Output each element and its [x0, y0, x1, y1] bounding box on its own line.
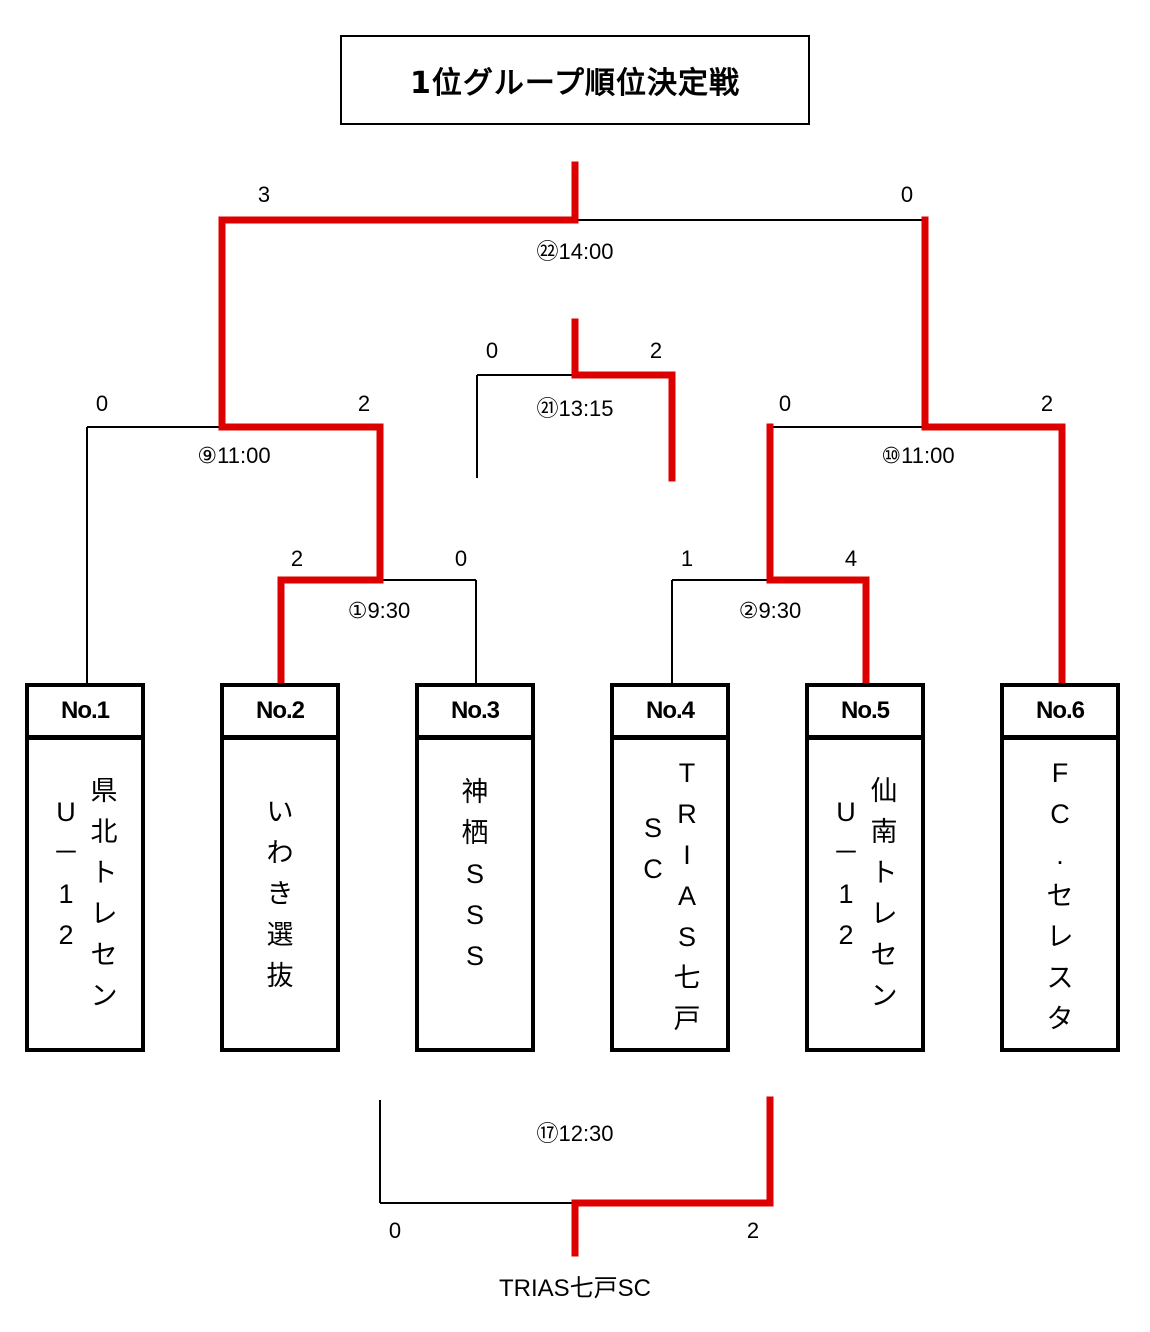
- team-number: No.6: [1004, 687, 1116, 740]
- team-number: No.5: [809, 687, 921, 740]
- team-name-char: ト: [90, 858, 118, 888]
- m17-winner-name: TRIAS七戸SC: [498, 1275, 652, 1302]
- m2-left-score: 1: [680, 546, 694, 571]
- team-name-char: 栖: [461, 817, 489, 848]
- team-name-char: 県: [90, 776, 118, 806]
- team-name-char: 2: [58, 920, 74, 950]
- m17-right-score: 2: [746, 1218, 760, 1243]
- team-name-char: 北: [90, 817, 118, 847]
- team-number: No.1: [29, 687, 141, 740]
- team-name-char: ン: [870, 981, 898, 1011]
- team-name-char: C: [1050, 798, 1070, 829]
- team-name-char: ン: [90, 981, 118, 1011]
- team-name-char: I: [683, 839, 691, 870]
- team-name-char: き: [266, 878, 294, 909]
- m9-left-score: 0: [95, 391, 109, 416]
- m22-left-score: 3: [257, 182, 271, 207]
- m9-label: ⑨11:00: [197, 443, 271, 468]
- team-name-char: －: [52, 838, 80, 868]
- team-name-char: .: [1056, 839, 1064, 870]
- team-name-char: S: [677, 921, 696, 952]
- team-name-char: セ: [870, 940, 898, 970]
- m21-right-score: 2: [649, 338, 663, 363]
- team-name-char: T: [678, 757, 696, 788]
- team-name-char: 神: [461, 776, 489, 807]
- team-name-char: F: [1051, 757, 1069, 788]
- team-name-char: 七: [673, 962, 701, 993]
- m2-right-score: 4: [844, 546, 858, 571]
- m22-right-score: 0: [900, 182, 914, 207]
- team-name-char: タ: [1046, 1003, 1074, 1034]
- team-number: No.2: [224, 687, 336, 740]
- m17-left-score: 0: [388, 1218, 402, 1243]
- team-name-char: レ: [870, 899, 898, 929]
- team-name: 県北トレセン U － 1 2: [29, 740, 141, 1048]
- team-name-char: 仙: [870, 776, 898, 806]
- m10-label: ⑩11:00: [881, 443, 955, 468]
- m10-left-score: 0: [778, 391, 792, 416]
- team-name-char: C: [643, 854, 663, 884]
- m22-label: ㉒14:00: [536, 239, 614, 264]
- m1-label: ①9:30: [347, 598, 411, 623]
- team-name-char: セ: [1046, 880, 1074, 911]
- team-name: いわき選抜: [224, 740, 336, 1048]
- team-name-char: い: [266, 796, 294, 827]
- team-name-char: U: [836, 797, 856, 827]
- team-name-char: ス: [1046, 962, 1074, 993]
- m1-right-score: 0: [454, 546, 468, 571]
- team-box-1: No.1 県北トレセン U － 1 2: [25, 683, 145, 1052]
- m17-label: ⑰12:30: [536, 1121, 614, 1146]
- team-name-char: S: [465, 899, 484, 930]
- team-name-char: ト: [870, 858, 898, 888]
- team-name-char: S: [465, 858, 484, 889]
- team-name-char: 抜: [266, 960, 294, 991]
- team-name-char: レ: [1046, 921, 1074, 952]
- team-name-char: わ: [266, 837, 294, 868]
- team-box-2: No.2 いわき選抜: [220, 683, 340, 1052]
- team-name-char: セ: [90, 940, 118, 970]
- m2-label: ②9:30: [738, 598, 802, 623]
- team-name-col: U － 1 2: [51, 792, 81, 956]
- team-name-char: 選: [266, 919, 294, 950]
- team-name-col: U － 1 2: [831, 792, 861, 956]
- m21-label: ㉑13:15: [536, 396, 614, 421]
- team-number: No.3: [419, 687, 531, 740]
- team-name-char: 1: [58, 879, 74, 909]
- m10-right-score: 2: [1040, 391, 1054, 416]
- team-number: No.4: [614, 687, 726, 740]
- team-name-char: S: [465, 940, 484, 971]
- team-name-char: U: [56, 797, 76, 827]
- team-name-char: 南: [870, 817, 898, 847]
- team-name-char: S: [643, 813, 662, 843]
- team-name-char: 2: [838, 920, 854, 950]
- m9-right-score: 2: [357, 391, 371, 416]
- page-title: 1位グループ順位決定戦: [409, 66, 741, 101]
- team-name-col: いわき選抜: [265, 792, 295, 997]
- team-name-char: 戸: [673, 1003, 701, 1034]
- team-name-char: レ: [90, 899, 118, 929]
- team-box-5: No.5 仙南トレセン U － 1 2: [805, 683, 925, 1052]
- team-name: 仙南トレセン U － 1 2: [809, 740, 921, 1048]
- team-name-char: A: [677, 880, 696, 911]
- m21-left-score: 0: [485, 338, 499, 363]
- team-name-col: 仙南トレセン: [869, 771, 899, 1017]
- team-name-char: －: [832, 838, 860, 868]
- team-name-char: R: [677, 798, 697, 829]
- team-name-col: 県北トレセン: [89, 771, 119, 1017]
- team-name-char: 1: [838, 879, 854, 909]
- title-box: 1位グループ順位決定戦: [340, 35, 810, 125]
- m1-left-score: 2: [290, 546, 304, 571]
